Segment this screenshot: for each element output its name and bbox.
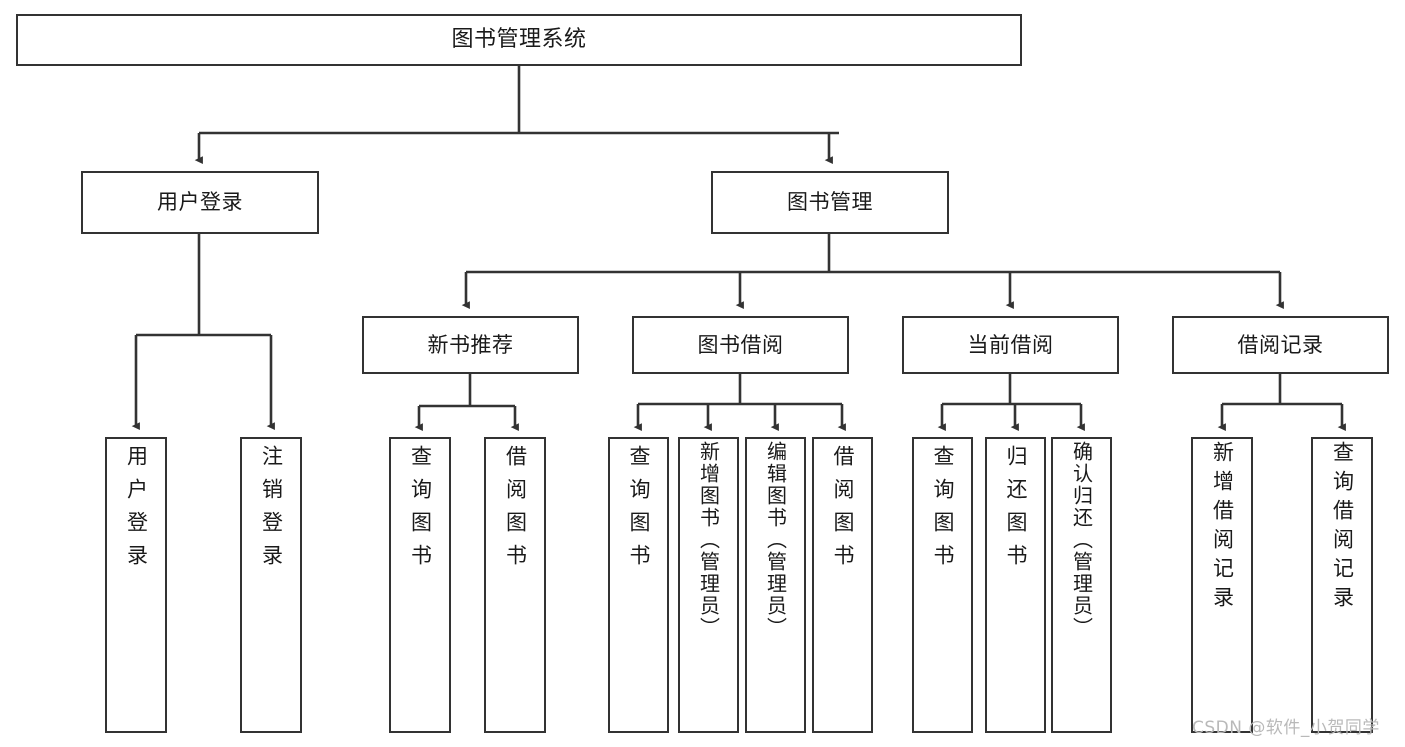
node-leaf-query-book-1-label: 查询图书 bbox=[408, 445, 433, 577]
csdn-watermark: CSDN @软件_小贺同学 bbox=[1192, 718, 1380, 738]
node-user-login[interactable]: 用户登录 bbox=[81, 171, 319, 234]
node-leaf-query-record[interactable]: 查询借阅记录 bbox=[1311, 437, 1373, 733]
node-leaf-edit-book-label: 编辑图书（管理员） bbox=[763, 441, 788, 639]
node-root[interactable]: 图书管理系统 bbox=[16, 14, 1022, 66]
node-leaf-borrow-book-1-label: 借阅图书 bbox=[503, 445, 528, 577]
node-leaf-query-record-label: 查询借阅记录 bbox=[1330, 441, 1355, 615]
node-leaf-user-login-label: 用户登录 bbox=[124, 445, 149, 577]
node-leaf-return-book[interactable]: 归还图书 bbox=[985, 437, 1046, 733]
node-leaf-confirm-return-label: 确认归还（管理员） bbox=[1069, 441, 1094, 639]
node-book-manage[interactable]: 图书管理 bbox=[711, 171, 949, 234]
node-leaf-borrow-book-1[interactable]: 借阅图书 bbox=[484, 437, 546, 733]
node-user-login-label: 用户登录 bbox=[157, 190, 243, 215]
node-leaf-add-record-label: 新增借阅记录 bbox=[1210, 441, 1235, 615]
node-root-label: 图书管理系统 bbox=[451, 27, 587, 53]
node-book-manage-label: 图书管理 bbox=[787, 190, 873, 215]
node-leaf-query-book-1[interactable]: 查询图书 bbox=[389, 437, 451, 733]
node-leaf-borrow-book-2-label: 借阅图书 bbox=[831, 445, 855, 577]
node-new-book-rec-label: 新书推荐 bbox=[427, 332, 514, 357]
node-leaf-confirm-return[interactable]: 确认归还（管理员） bbox=[1051, 437, 1112, 733]
node-leaf-user-logout-label: 注销登录 bbox=[259, 445, 284, 577]
node-leaf-borrow-book-2[interactable]: 借阅图书 bbox=[812, 437, 873, 733]
node-leaf-add-record[interactable]: 新增借阅记录 bbox=[1191, 437, 1253, 733]
node-leaf-edit-book[interactable]: 编辑图书（管理员） bbox=[745, 437, 806, 733]
node-leaf-user-logout[interactable]: 注销登录 bbox=[240, 437, 302, 733]
node-leaf-query-book-2[interactable]: 查询图书 bbox=[608, 437, 669, 733]
node-current-borrow-label: 当前借阅 bbox=[967, 332, 1054, 357]
node-leaf-add-book-label: 新增图书（管理员） bbox=[696, 441, 721, 639]
node-leaf-return-book-label: 归还图书 bbox=[1004, 445, 1028, 577]
node-leaf-query-book-2-label: 查询图书 bbox=[627, 445, 651, 577]
node-book-borrow[interactable]: 图书借阅 bbox=[632, 316, 849, 374]
node-book-borrow-label: 图书借阅 bbox=[697, 332, 784, 357]
node-leaf-query-book-3[interactable]: 查询图书 bbox=[912, 437, 973, 733]
node-leaf-add-book[interactable]: 新增图书（管理员） bbox=[678, 437, 739, 733]
node-current-borrow[interactable]: 当前借阅 bbox=[902, 316, 1119, 374]
node-leaf-query-book-3-label: 查询图书 bbox=[931, 445, 955, 577]
node-borrow-record[interactable]: 借阅记录 bbox=[1172, 316, 1389, 374]
node-new-book-rec[interactable]: 新书推荐 bbox=[362, 316, 579, 374]
node-leaf-user-login[interactable]: 用户登录 bbox=[105, 437, 167, 733]
node-borrow-record-label: 借阅记录 bbox=[1237, 332, 1324, 357]
